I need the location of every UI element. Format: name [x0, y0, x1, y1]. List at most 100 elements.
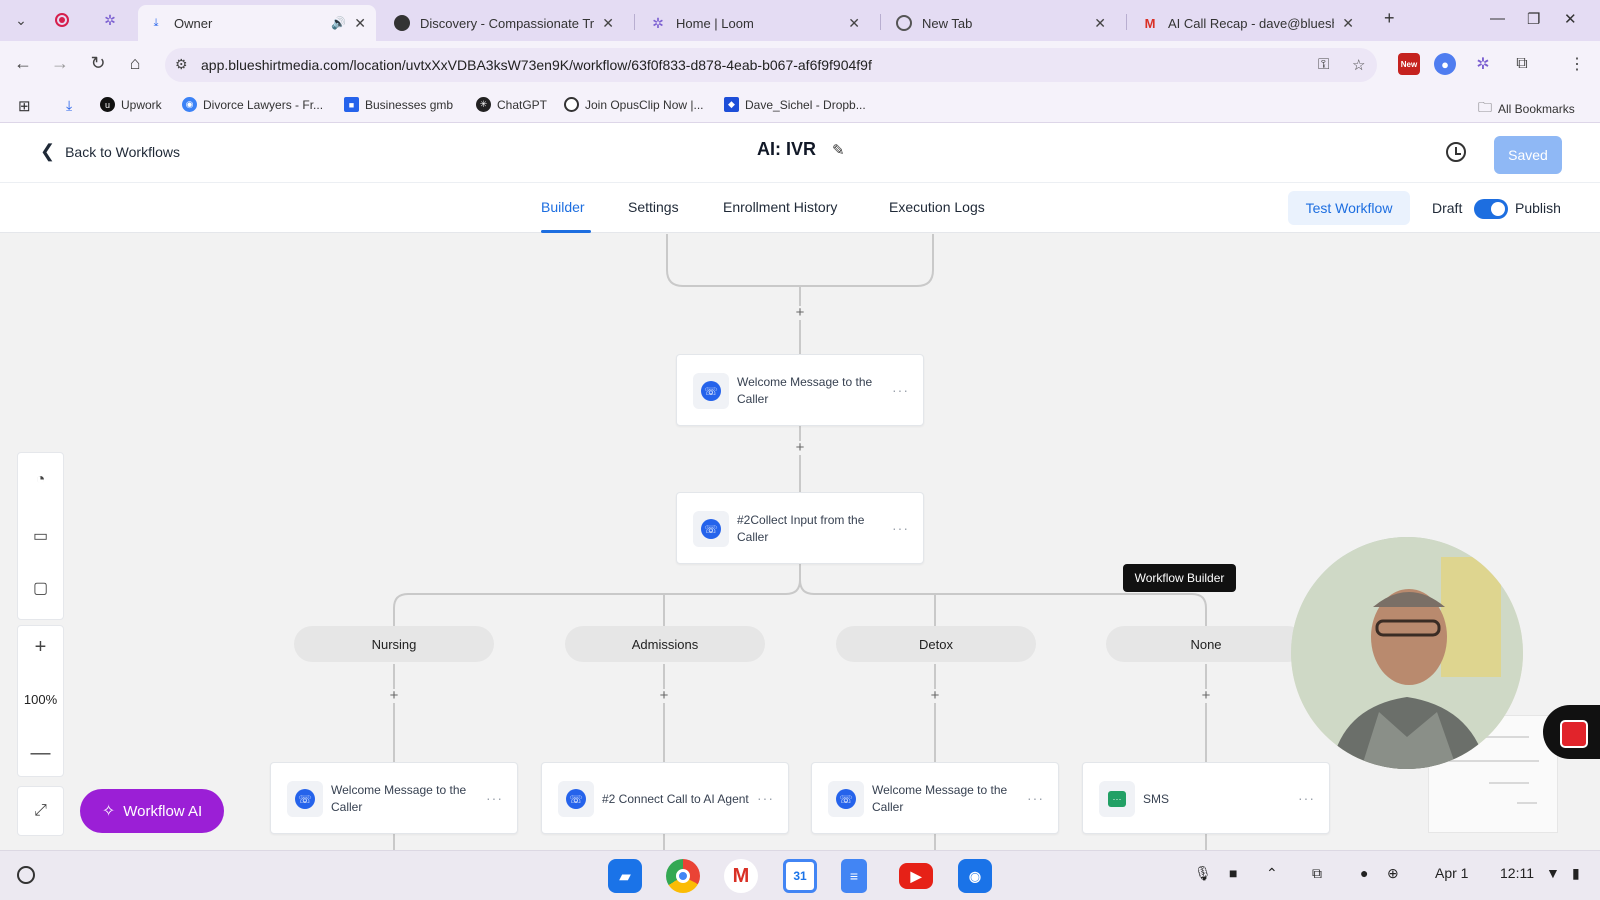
tab-builder[interactable]: Builder — [541, 199, 585, 215]
launcher-icon[interactable] — [17, 866, 35, 884]
bookmark-businesses-gmb[interactable]: ■Businesses gmb — [344, 97, 453, 112]
tab-new-tab[interactable]: New Tab ✕ — [886, 5, 1116, 41]
comment-icon[interactable]: ▭ — [32, 528, 49, 545]
node-menu-icon[interactable]: ··· — [1298, 790, 1315, 806]
speaker-icon[interactable]: 🔊 — [331, 16, 347, 30]
site-settings-icon[interactable]: ⚙ — [175, 56, 188, 72]
back-to-workflows-link[interactable]: ❮ Back to Workflows — [40, 141, 180, 161]
node-menu-icon[interactable]: ··· — [486, 790, 503, 806]
workflow-ai-button[interactable]: ✧ Workflow AI — [80, 789, 224, 833]
zoom-out-icon[interactable]: — — [30, 741, 51, 764]
add-step-button[interactable]: + — [793, 305, 807, 320]
bookmark-opusclip[interactable]: Join OpusClip Now |... — [564, 97, 704, 112]
minimize-icon[interactable]: — — [1490, 10, 1505, 27]
extensions-puzzle-icon[interactable]: ⧉ — [1516, 55, 1528, 72]
browser-menu-icon[interactable]: ⋮ — [1569, 56, 1585, 73]
reload-icon[interactable]: ↻ — [90, 53, 106, 73]
tab-discovery[interactable]: Discovery - Compassionate Tre ✕ — [384, 5, 624, 41]
close-tab-icon[interactable]: ✕ — [602, 14, 614, 31]
extension-circle-icon[interactable]: ● — [1434, 53, 1456, 75]
add-step-button[interactable]: + — [657, 688, 671, 703]
test-workflow-button[interactable]: Test Workflow — [1288, 191, 1410, 225]
workflow-node-nursing-welcome[interactable]: ☏ Welcome Message to the Caller ··· — [270, 762, 518, 834]
branch-none[interactable]: None — [1106, 626, 1306, 662]
close-tab-icon[interactable]: ✕ — [354, 14, 366, 31]
close-window-icon[interactable]: ✕ — [1564, 11, 1577, 28]
back-arrow-icon[interactable]: ← — [14, 53, 32, 73]
bookmark-divorce-lawyers[interactable]: ◉Divorce Lawyers - Fr... — [182, 97, 323, 112]
bookmark-dropbox[interactable]: ◆Dave_Sichel - Dropb... — [724, 97, 866, 112]
add-step-button[interactable]: + — [793, 440, 807, 455]
youtube-app-icon[interactable]: ▶ — [899, 863, 933, 889]
calendar-app-icon[interactable]: 31 — [783, 859, 817, 893]
docs-app-icon[interactable]: ≡ — [841, 859, 867, 893]
camera-icon[interactable]: ■ — [1229, 865, 1238, 881]
close-tab-icon[interactable]: ✕ — [1342, 14, 1354, 31]
chevron-up-icon[interactable]: ⌃ — [1266, 865, 1278, 881]
workflow-node-sms[interactable]: ··· SMS ··· — [1082, 762, 1330, 834]
close-tab-icon[interactable]: ✕ — [1094, 14, 1106, 31]
gmail-app-icon[interactable]: M — [724, 859, 758, 893]
add-step-button[interactable]: + — [387, 688, 401, 703]
tab-execution-logs[interactable]: Execution Logs — [889, 199, 985, 215]
microphone-icon[interactable]: 🎙 — [1194, 865, 1212, 881]
saved-button[interactable]: Saved — [1494, 136, 1562, 174]
fit-to-screen-icon[interactable]: ⤢ — [34, 802, 47, 819]
password-key-icon[interactable]: ⚿ — [1318, 56, 1330, 73]
edit-pencil-icon[interactable]: ✎ — [832, 142, 845, 159]
webcam-overlay[interactable] — [1291, 537, 1523, 769]
workflow-node-collect-input[interactable]: ☏ #2Collect Input from the Caller ··· — [676, 492, 924, 564]
add-step-button[interactable]: + — [928, 688, 942, 703]
add-circle-icon[interactable]: ⊕ — [1387, 865, 1399, 881]
zoom-in-icon[interactable]: + — [34, 635, 47, 658]
pinned-tab-gear[interactable]: ✲ — [104, 11, 116, 28]
pinned-tab-record[interactable] — [50, 8, 74, 32]
branch-admissions[interactable]: Admissions — [565, 626, 765, 662]
node-menu-icon[interactable]: ··· — [892, 520, 909, 536]
record-status-icon[interactable]: ● — [1360, 865, 1369, 881]
extension-new-icon[interactable]: New — [1398, 53, 1420, 75]
sticky-note-icon[interactable]: ▢ — [32, 580, 49, 597]
branch-detox[interactable]: Detox — [836, 626, 1036, 662]
tab-search-icon[interactable]: ⌄ — [15, 11, 27, 28]
tab-ai-call-recap[interactable]: M AI Call Recap - dave@blueshirt ✕ — [1132, 5, 1364, 41]
battery-icon[interactable]: ▮ — [1572, 865, 1580, 881]
publish-toggle[interactable] — [1474, 199, 1508, 219]
stop-recording-button[interactable] — [1543, 705, 1600, 759]
workflow-canvas[interactable]: + + + + + + ☏ Welcome Message to the Cal… — [0, 234, 1600, 850]
node-menu-icon[interactable]: ··· — [892, 382, 909, 398]
add-step-button[interactable]: + — [1199, 688, 1213, 703]
workflow-node-detox-welcome[interactable]: ☏ Welcome Message to the Caller ··· — [811, 762, 1059, 834]
screen-share-icon[interactable]: ⧉ — [1312, 865, 1322, 881]
node-menu-icon[interactable]: ··· — [757, 790, 774, 806]
tab-settings[interactable]: Settings — [628, 199, 679, 215]
chrome-app-icon[interactable] — [666, 859, 700, 893]
tab-owner[interactable]: ⤓ Owner 🔊 ✕ — [138, 5, 376, 41]
apps-grid-icon[interactable]: ⊞ — [18, 98, 31, 115]
extension-gear-icon[interactable]: ✲ — [1476, 56, 1490, 73]
restore-icon[interactable]: ❐ — [1527, 11, 1541, 28]
bookmark-star-icon[interactable]: ☆ — [1352, 57, 1366, 74]
pie-chart-icon[interactable]: ◔ — [35, 471, 46, 488]
node-menu-icon[interactable]: ··· — [1027, 790, 1044, 806]
address-bar[interactable]: ⚙ app.blueshirtmedia.com/location/uvtxXx… — [165, 48, 1377, 82]
home-icon[interactable]: ⌂ — [129, 53, 141, 73]
files-app-icon[interactable]: ▰ — [608, 859, 642, 893]
new-tab-button[interactable]: + — [1384, 8, 1395, 28]
tab-loom[interactable]: ✲ Home | Loom ✕ — [640, 5, 870, 41]
close-tab-icon[interactable]: ✕ — [848, 14, 860, 31]
forward-arrow-icon[interactable]: → — [51, 53, 69, 73]
screen-capture-app-icon[interactable]: ◉ — [958, 859, 992, 893]
bookmark-chatgpt[interactable]: ✳ChatGPT — [476, 97, 547, 112]
all-bookmarks[interactable]: 🗀All Bookmarks — [1478, 97, 1575, 121]
tab-enrollment-history[interactable]: Enrollment History — [723, 199, 838, 215]
date-label[interactable]: Apr 1 — [1435, 865, 1469, 881]
wifi-icon[interactable]: ▼ — [1546, 865, 1560, 881]
workflow-node-welcome[interactable]: ☏ Welcome Message to the Caller ··· — [676, 354, 924, 426]
branch-nursing[interactable]: Nursing — [294, 626, 494, 662]
download-bookmark-icon[interactable]: ⤓ — [66, 97, 73, 113]
workflow-node-connect-ai-agent[interactable]: ☏ #2 Connect Call to AI Agent ··· — [541, 762, 789, 834]
history-icon[interactable] — [1446, 142, 1466, 162]
time-label[interactable]: 12:11 — [1500, 865, 1534, 881]
